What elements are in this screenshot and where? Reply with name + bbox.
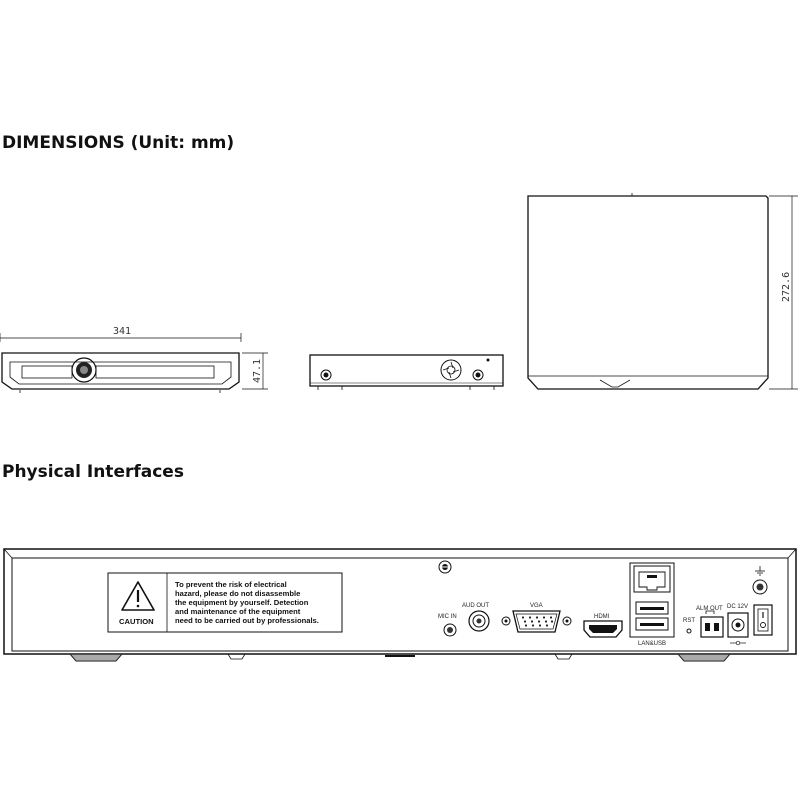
width-dimension: 341 — [113, 326, 131, 337]
warning-triangle-icon — [121, 581, 155, 611]
top-view: 272.6 — [527, 193, 798, 390]
hdmi-port[interactable] — [583, 620, 623, 638]
caution-line: the equipment by yourself. Detection — [175, 598, 309, 607]
mic-in-label: MIC IN — [438, 614, 457, 620]
aud-out-label: AUD OUT — [462, 603, 489, 609]
dc-power-port[interactable] — [727, 612, 749, 638]
ground-screw — [752, 579, 768, 595]
caution-line: hazard, please do not disassemble — [175, 589, 300, 598]
rst-button[interactable] — [686, 628, 692, 634]
hdmi-label: HDMI — [594, 614, 610, 620]
caution-label: CAUTION — [119, 617, 154, 626]
alm-out-label: ALM OUT — [696, 606, 723, 612]
front-view: 341 47.1 — [0, 326, 268, 393]
power-switch[interactable] — [753, 604, 773, 636]
physical-interfaces-heading: Physical Interfaces — [2, 462, 184, 482]
usb-port-1[interactable] — [635, 601, 669, 615]
mic-in-port[interactable] — [443, 623, 457, 637]
screw-icon — [438, 560, 452, 574]
rst-label: RST — [683, 618, 695, 624]
dc-label: DC 12V — [727, 604, 748, 610]
lan-usb-label: LAN&USB — [638, 641, 666, 647]
depth-dimension: 272.6 — [781, 272, 792, 302]
lan-port[interactable] — [633, 565, 671, 593]
alm-out-terminal[interactable] — [700, 616, 724, 638]
height-dimension: 47.1 — [252, 359, 263, 383]
caution-line: and maintenance of the equipment — [175, 607, 301, 616]
caution-line: To prevent the risk of electrical — [175, 580, 287, 589]
ground-icon — [755, 566, 765, 576]
vga-port[interactable] — [501, 610, 572, 633]
vga-label: VGA — [530, 603, 543, 609]
side-view — [309, 354, 504, 390]
dc-polarity-icon — [730, 640, 746, 646]
usb-port-2[interactable] — [635, 617, 669, 631]
rear-panel: CAUTION To prevent the risk of electrica… — [3, 548, 797, 662]
dimensions-heading: DIMENSIONS (Unit: mm) — [2, 133, 235, 153]
aud-out-port[interactable] — [468, 610, 490, 632]
caution-line: need to be carried out by professionals. — [175, 616, 319, 625]
